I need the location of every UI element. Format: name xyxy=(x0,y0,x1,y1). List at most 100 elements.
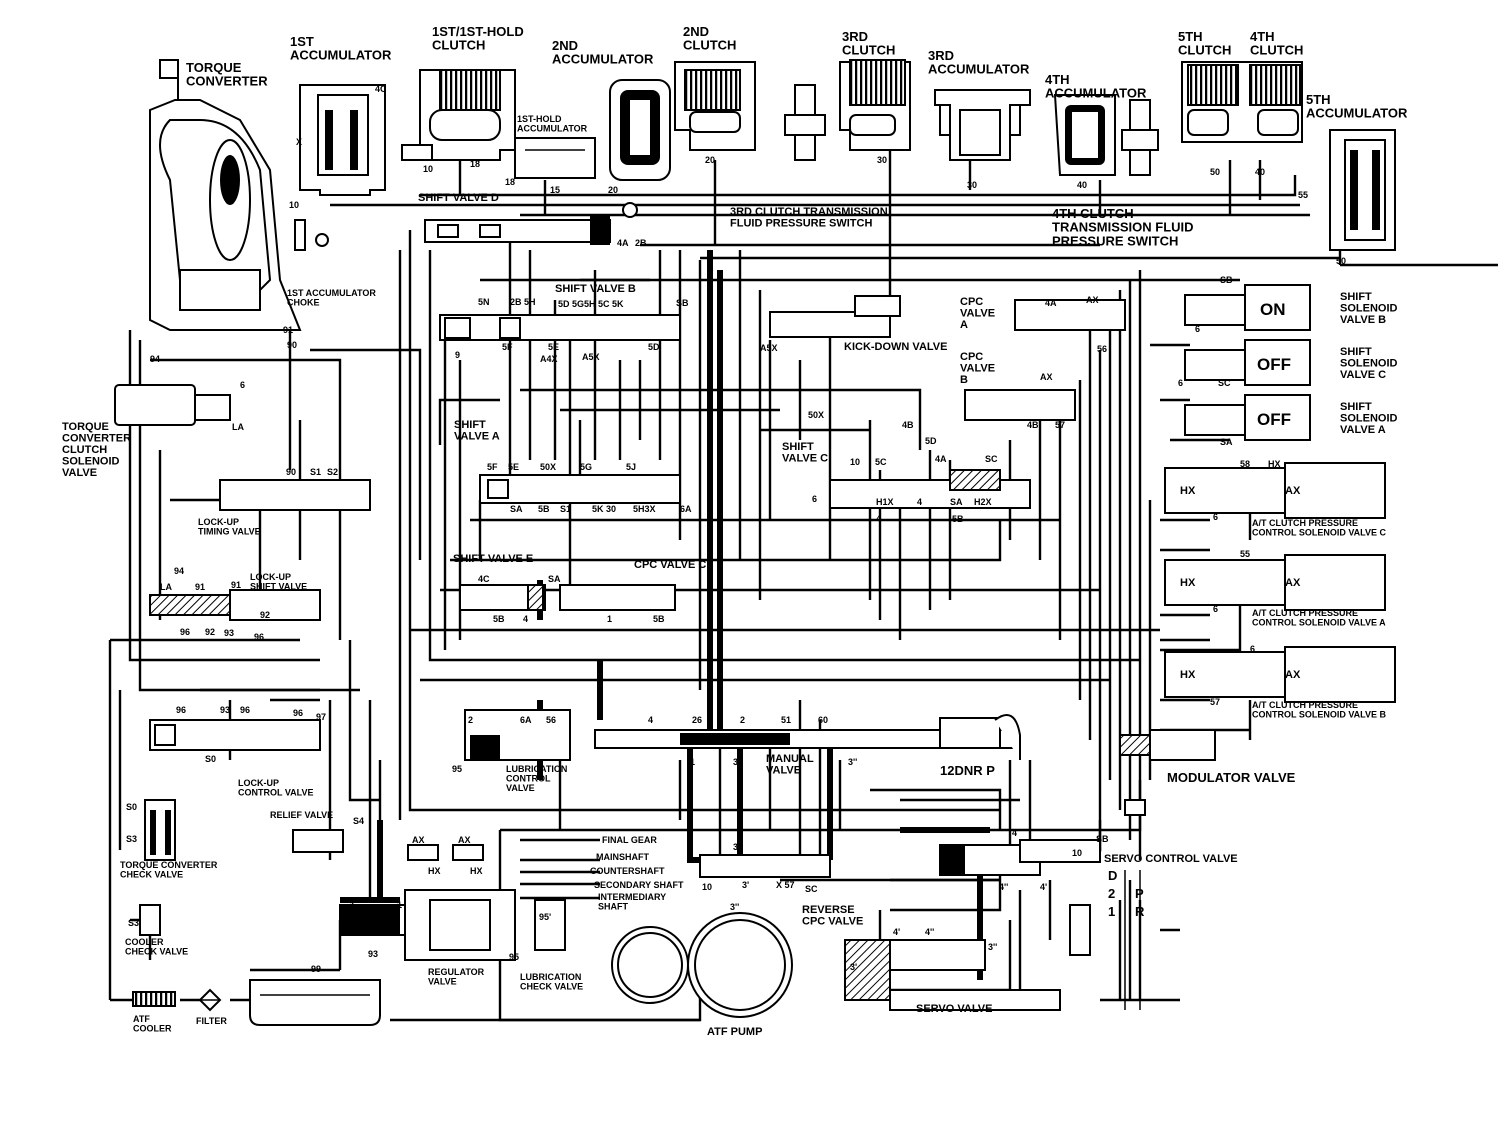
port-label: 9 xyxy=(455,350,460,360)
port-label: 92 xyxy=(205,627,215,637)
port-label: 4 xyxy=(523,614,528,624)
port-label: 6 xyxy=(812,494,817,504)
port-label: S4 xyxy=(353,816,364,826)
filter xyxy=(198,988,222,1012)
port-label: 6 xyxy=(1213,604,1218,614)
port-label: 5B xyxy=(952,514,964,524)
port-label: 93 xyxy=(220,705,230,715)
shift-valve-d xyxy=(424,215,611,245)
atf-pump-label: ATF PUMP xyxy=(707,1026,762,1038)
cpc-valve-a xyxy=(1014,299,1126,331)
port-label: H1X xyxy=(876,497,894,507)
port-label: 4 xyxy=(876,514,881,524)
port-label: H2X xyxy=(974,497,992,507)
port-label: A5X xyxy=(582,352,600,362)
port-label: 15 xyxy=(550,185,560,195)
port-label: 6 xyxy=(1213,512,1218,522)
lockup-shift-valve xyxy=(149,589,321,621)
hx-port: HX xyxy=(1180,669,1196,681)
servo-control-valve-label: SERVO CONTROL VALVE xyxy=(1104,853,1238,865)
cpc-valve-b xyxy=(964,389,1076,421)
port-label: 5C xyxy=(875,457,887,467)
port-label: 96 xyxy=(254,632,264,642)
port-label: 18 xyxy=(505,177,515,187)
port-label: 2B xyxy=(635,238,647,248)
port-label: 40 xyxy=(1255,167,1265,177)
port-label: 50 xyxy=(1336,256,1346,266)
lever-1: 1 xyxy=(1108,904,1115,919)
port-label: 4' xyxy=(893,927,900,937)
oil-sump xyxy=(249,979,381,1026)
port-label: 94 xyxy=(174,566,184,576)
port-label: 4A xyxy=(1045,298,1057,308)
port-label: 10 xyxy=(1072,848,1082,858)
port-label: 3' xyxy=(850,962,857,972)
manual-valve[interactable]: 12DNR P xyxy=(594,714,1021,778)
port-label: 95' xyxy=(539,912,551,922)
relief-valve xyxy=(292,829,344,853)
tc-check-valve xyxy=(144,799,176,861)
regulator-valve xyxy=(339,889,516,961)
port-label: S2 xyxy=(327,467,338,477)
port-label: LA xyxy=(232,422,244,432)
port-label: 6A xyxy=(520,715,532,725)
port-label: 26 xyxy=(692,715,702,725)
port-label: 5H3X xyxy=(633,504,656,514)
filter-label: FILTER xyxy=(196,1016,227,1026)
first-accumulator xyxy=(294,84,386,251)
port-label: 4 xyxy=(648,715,653,725)
servo-valve-label: SERVO VALVE xyxy=(916,1003,992,1015)
port-label: 3' xyxy=(742,880,749,890)
lever-p: P xyxy=(1135,886,1144,901)
port-label: 5D xyxy=(925,436,937,446)
first-hold-clutch xyxy=(401,69,516,161)
port-label: AX xyxy=(1040,372,1053,382)
servo-valve xyxy=(844,939,1061,1011)
port-label: 10 xyxy=(289,200,299,210)
port-label: X xyxy=(296,137,302,147)
port-label: 6 xyxy=(240,380,245,390)
port-label: 4B xyxy=(902,420,914,430)
port-label: 2 xyxy=(468,715,473,725)
port-label: 6 xyxy=(1178,378,1183,388)
port-label: 5F xyxy=(487,462,498,472)
port-label: 50X xyxy=(540,462,556,472)
port-label: 5B xyxy=(653,614,665,624)
ax-port: AX xyxy=(1285,577,1301,589)
port-label: 90 xyxy=(286,467,296,477)
fifth-accumulator xyxy=(1329,129,1396,251)
port-label: 95 xyxy=(509,952,519,962)
port-label: 1 xyxy=(350,900,355,910)
port-label: 5B xyxy=(493,614,505,624)
lubrication-control-valve xyxy=(464,709,571,761)
ax-port: AX xyxy=(1285,669,1301,681)
port-label: 5E xyxy=(548,342,559,352)
secondary-shaft-label: SECONDARY SHAFT xyxy=(594,880,684,890)
port-label: 3 xyxy=(733,757,738,767)
port-label: 60 xyxy=(818,715,828,725)
shift-valve-c xyxy=(829,469,1031,509)
solenoid-b-state: ON xyxy=(1260,300,1286,319)
port-label: 1 xyxy=(607,614,612,624)
port-label: SB xyxy=(1220,275,1233,285)
port-label: SA xyxy=(548,574,561,584)
port-label: 96 xyxy=(293,708,303,718)
solenoid-c-state: OFF xyxy=(1257,355,1291,374)
port-label: 3'' xyxy=(848,757,857,767)
